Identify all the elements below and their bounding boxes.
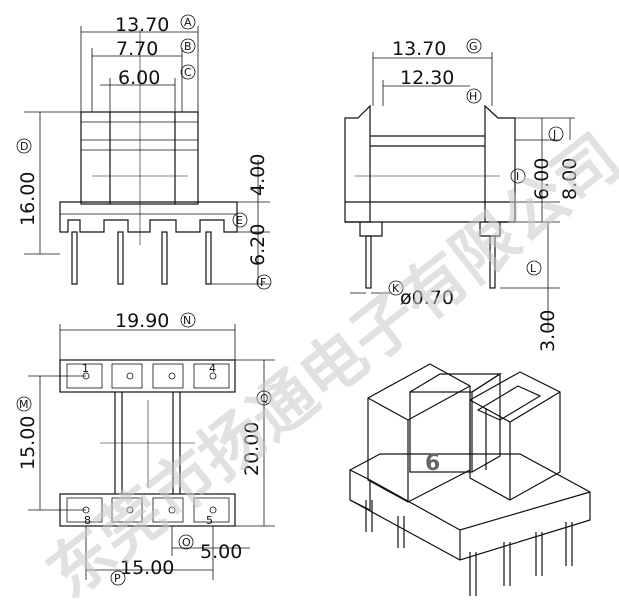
- dim-A-value: 13.70: [115, 14, 169, 36]
- dim-K-value: ø0.70: [400, 287, 454, 309]
- marker-G: G: [466, 38, 482, 54]
- pin-label-1: 1: [82, 362, 89, 375]
- marker-F: F: [256, 274, 272, 290]
- marker-A: A: [180, 14, 196, 30]
- svg-text:K: K: [392, 282, 400, 295]
- front-view: [24, 26, 270, 285]
- marker-H: H: [466, 88, 482, 104]
- dim-B-value: 7.70: [116, 38, 158, 60]
- marker-M: M: [16, 396, 32, 412]
- dim-H-value: 12.30: [400, 67, 454, 89]
- svg-text:A: A: [184, 16, 192, 29]
- watermark-text: 东莞市扬通电子有限公司: [34, 121, 619, 613]
- marker-E: E: [232, 212, 248, 228]
- dim-J-value: 8.00: [559, 158, 581, 200]
- dim-D-value: 16.00: [17, 172, 39, 226]
- pin-label-5: 5: [206, 514, 213, 527]
- dim-I-value: 6.00: [531, 158, 553, 200]
- marker-L: L: [526, 260, 542, 276]
- dim-Q-value: 20.00: [241, 422, 263, 476]
- pin-label-8: 8: [84, 514, 91, 527]
- marker-P: P: [110, 570, 126, 586]
- side-view: [344, 52, 575, 330]
- marker-Q: Q: [256, 390, 272, 406]
- marker-C: C: [180, 64, 196, 80]
- model-number: 6: [425, 451, 440, 476]
- svg-text:P: P: [114, 572, 121, 585]
- marker-N: N: [180, 312, 196, 328]
- svg-text:B: B: [184, 40, 192, 53]
- svg-text:L: L: [530, 262, 537, 275]
- svg-text:Q: Q: [260, 392, 269, 405]
- marker-J: J: [548, 126, 564, 142]
- marker-K: K: [388, 280, 404, 296]
- svg-text:I: I: [516, 170, 519, 183]
- dim-L-value: 3.00: [537, 310, 559, 352]
- isometric-view: [349, 363, 591, 596]
- marker-I: I: [510, 168, 526, 184]
- svg-text:N: N: [183, 314, 191, 327]
- marker-O: O: [178, 534, 194, 550]
- svg-text:F: F: [260, 276, 266, 289]
- bottom-view: [28, 324, 275, 580]
- svg-text:J: J: [552, 128, 556, 141]
- dim-N-value: 19.90: [115, 310, 169, 332]
- dim-F-value: 6.20: [247, 224, 269, 266]
- dim-O-value: 5.00: [200, 541, 242, 563]
- svg-text:D: D: [20, 140, 28, 153]
- svg-text:C: C: [184, 66, 192, 79]
- marker-B: B: [180, 38, 196, 54]
- dim-M-value: 15.00: [17, 416, 39, 470]
- dim-G-value: 13.70: [392, 38, 446, 60]
- svg-text:G: G: [469, 40, 478, 53]
- svg-text:O: O: [182, 536, 191, 549]
- dim-C-value: 6.00: [118, 67, 160, 89]
- pin-label-4: 4: [209, 362, 216, 375]
- dim-E-value: 4.00: [247, 154, 269, 196]
- marker-D: D: [16, 138, 32, 154]
- svg-text:M: M: [19, 398, 29, 411]
- svg-text:H: H: [469, 90, 477, 103]
- svg-text:E: E: [236, 214, 243, 227]
- dim-P-value: 15.00: [120, 557, 174, 579]
